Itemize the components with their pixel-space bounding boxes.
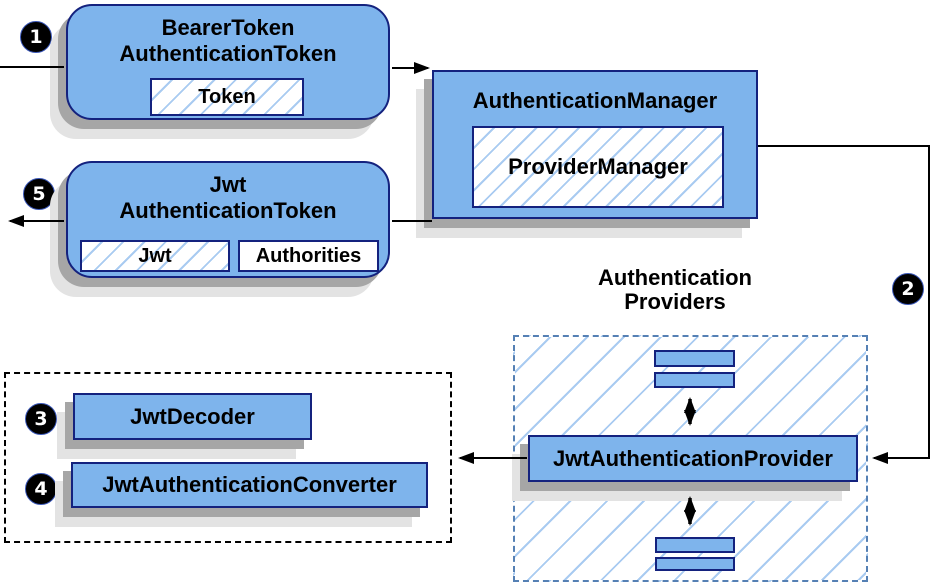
- authentication-manager-node: AuthenticationManager ProviderManager: [432, 70, 758, 219]
- authentication-providers-title-line1: Authentication: [598, 265, 752, 290]
- bearer-token-title-line1: BearerToken: [161, 15, 295, 40]
- jwt-authentication-token-node: Jwt AuthenticationToken Jwt Authorities: [66, 161, 390, 278]
- bearer-token-title-line2: AuthenticationToken: [119, 41, 337, 66]
- jwt-authentication-token-title: Jwt AuthenticationToken: [68, 163, 388, 224]
- bearer-token-authentication-token-node: BearerToken AuthenticationToken Token: [66, 4, 390, 120]
- jwt-decoder-node: JwtDecoder: [73, 393, 312, 440]
- authentication-providers-title: Authentication Providers: [545, 266, 805, 314]
- authorities-field: Authorities: [238, 240, 379, 272]
- jwt-support-components-container: [4, 372, 452, 543]
- authentication-providers-title-line2: Providers: [624, 289, 726, 314]
- provider-placeholder-bar: [654, 372, 735, 388]
- step-2-badge: 2: [892, 273, 924, 305]
- provider-manager-field: ProviderManager: [472, 126, 724, 208]
- jwt-token-title-line2: AuthenticationToken: [119, 198, 337, 223]
- token-field: Token: [150, 78, 304, 116]
- jwt-authentication-provider-node: JwtAuthenticationProvider: [528, 435, 858, 482]
- step-5-badge: 5: [23, 178, 55, 210]
- bearer-token-authentication-token-title: BearerToken AuthenticationToken: [68, 6, 388, 67]
- step-1-badge: 1: [20, 21, 52, 53]
- step-3-badge: 3: [25, 403, 57, 435]
- jwt-field: Jwt: [80, 240, 230, 272]
- jwt-authentication-converter-node: JwtAuthenticationConverter: [71, 462, 428, 508]
- jwt-token-title-line1: Jwt: [209, 172, 247, 197]
- provider-placeholder-bar: [655, 557, 735, 571]
- step-4-badge: 4: [25, 473, 57, 505]
- authentication-manager-title: AuthenticationManager: [472, 88, 718, 113]
- provider-placeholder-bar: [655, 537, 735, 553]
- provider-placeholder-bar: [654, 350, 735, 367]
